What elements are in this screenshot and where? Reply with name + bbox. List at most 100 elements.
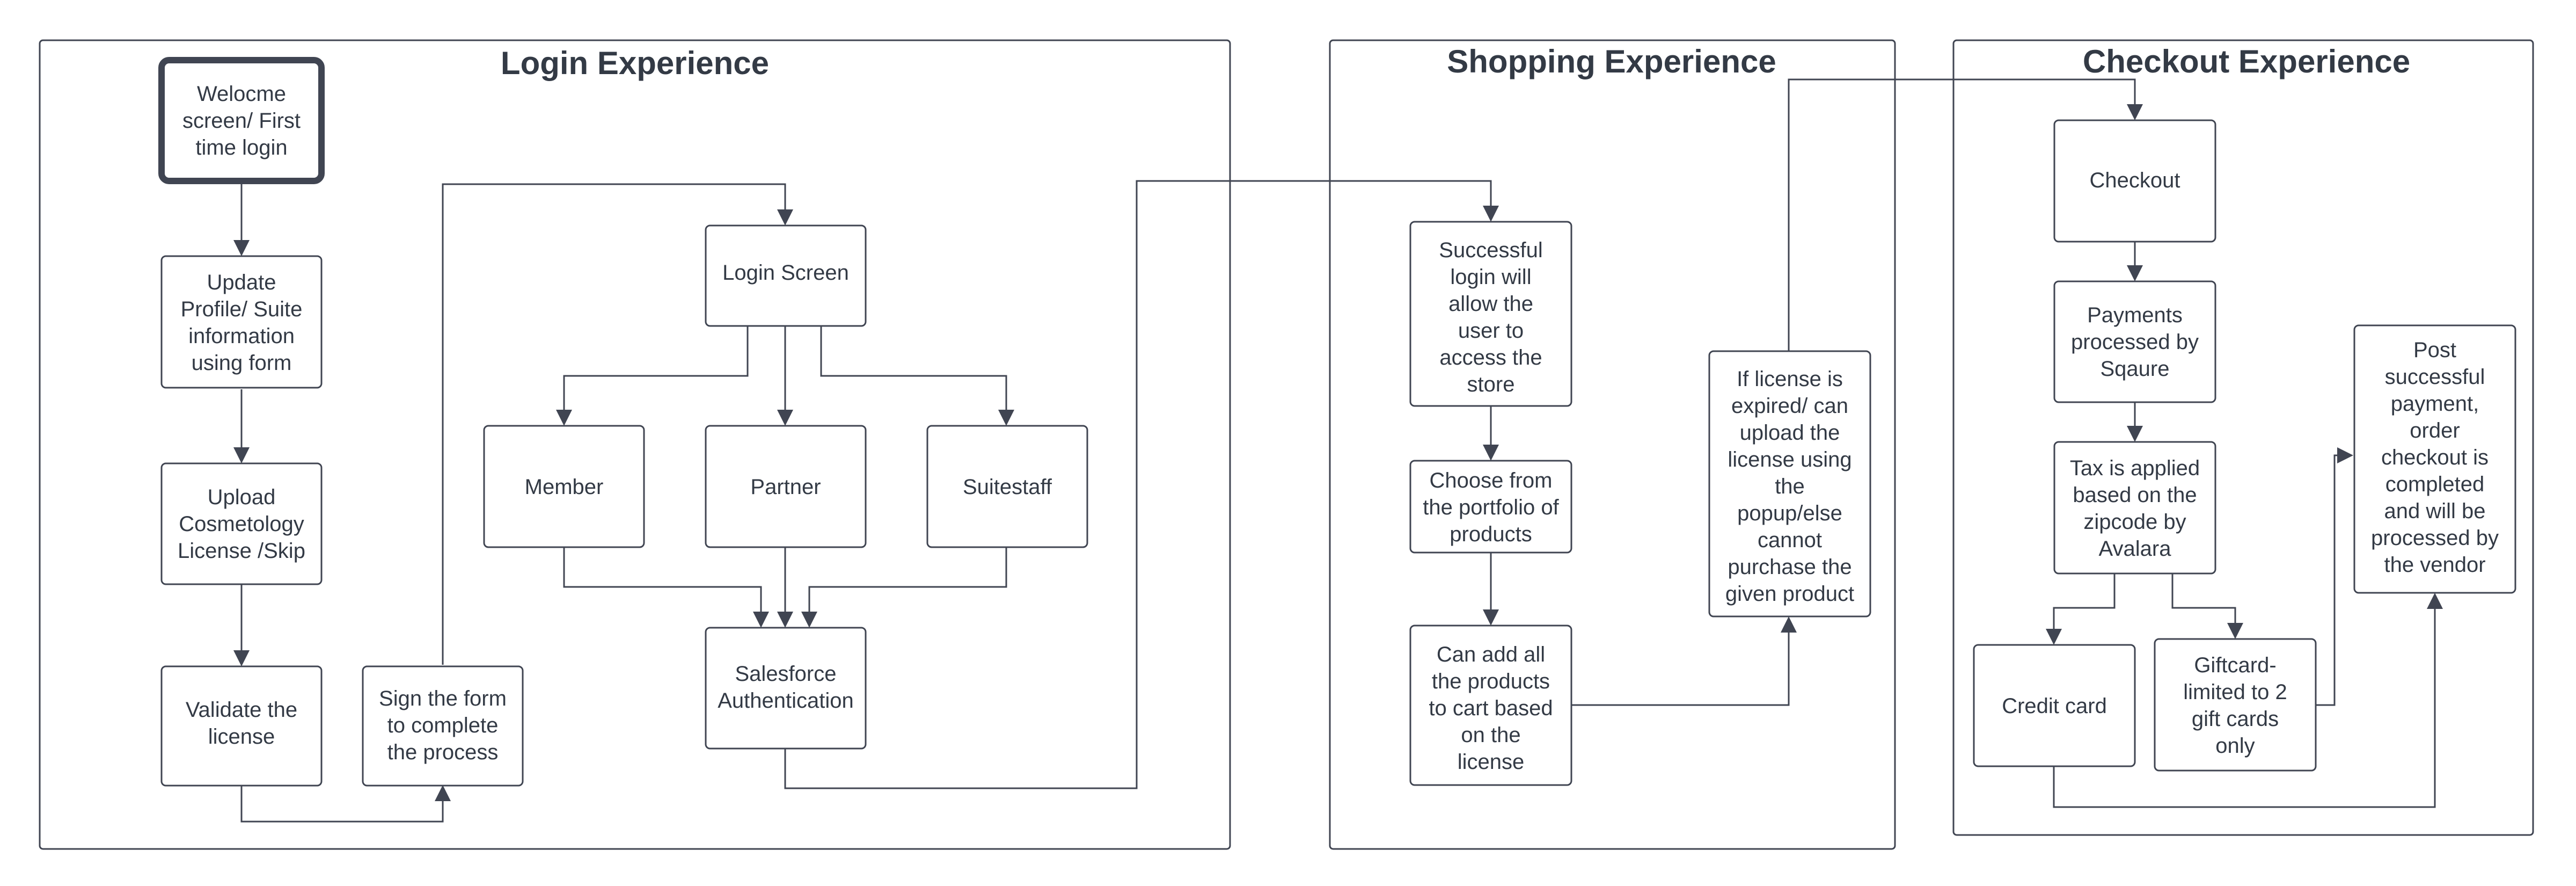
node-member — [483, 425, 645, 548]
node-label-line: Validate the — [186, 698, 297, 722]
node-partner-label: Partner — [750, 475, 821, 499]
node-label-line: the portfolio of — [1423, 496, 1559, 519]
node-welcome-label: Welocme screen/ First time login — [182, 82, 301, 159]
node-post-payment — [2353, 324, 2516, 594]
node-label-line: given product — [1725, 582, 1854, 606]
node-label-line: Welocme — [197, 82, 286, 106]
node-label-line: checkout is — [2381, 446, 2489, 469]
node-successful-login — [1409, 221, 1572, 407]
node-label-line: popup/else — [1737, 502, 1842, 525]
panel-shopping-experience: Shopping Experience — [1329, 39, 1896, 850]
panel-title-checkout: Checkout Experience — [2083, 43, 2410, 79]
node-label-line: time login — [195, 136, 287, 159]
panel-border-login — [39, 39, 1231, 850]
node-label-line: screen/ First — [182, 109, 301, 133]
node-label-line: limited to 2 — [2183, 680, 2287, 704]
node-label-line: Successful — [1439, 238, 1542, 262]
edge-login-screen-to-suitestaff — [820, 326, 1014, 426]
panel-title-shopping: Shopping Experience — [1447, 43, 1776, 79]
node-label-line: expired/ can — [1731, 394, 1848, 418]
node-giftcard — [2154, 638, 2317, 772]
node-label-line: the — [1775, 475, 1805, 498]
node-label-line: using form — [192, 351, 292, 375]
node-label-line: Suitestaff — [963, 475, 1052, 499]
node-salesforce-auth — [705, 627, 867, 750]
connectors — [233, 78, 2443, 823]
edge-member-to-salesforce-auth — [563, 547, 769, 628]
node-label-line: access the — [1439, 346, 1542, 369]
node-sign-form — [362, 665, 524, 787]
panel-title-login: Login Experience — [501, 45, 769, 81]
node-payments — [2053, 280, 2216, 403]
node-label-line: the process — [387, 740, 499, 764]
edge-tax-to-giftcard — [2171, 573, 2243, 639]
edge-tax-to-credit-card — [2046, 573, 2116, 645]
node-label-line: Upload — [208, 485, 276, 509]
node-label-line: License /Skip — [178, 539, 305, 563]
node-add-to-cart-label: Can add all the products to cart based on t… — [1429, 643, 1553, 774]
node-label-line: and will be — [2384, 499, 2485, 523]
node-member-label: Member — [525, 475, 604, 499]
node-label-line: based on the — [2073, 483, 2197, 507]
node-label-line: license — [1458, 750, 1525, 774]
node-label-line: Post — [2413, 338, 2456, 362]
node-update-profile — [160, 255, 323, 389]
node-checkout-label: Checkout — [2090, 169, 2180, 192]
node-label-line: Login Screen — [722, 261, 849, 285]
node-choose-products — [1409, 460, 1572, 554]
node-label-line: Checkout — [2090, 169, 2180, 192]
node-label-line: the products — [1432, 670, 1550, 693]
node-checkout — [2053, 119, 2216, 243]
node-label-line: upload the — [1740, 421, 1840, 445]
edge-salesforce-auth-to-successful-login — [784, 180, 1499, 789]
node-welcome — [158, 57, 325, 184]
node-label-line: Partner — [750, 475, 821, 499]
node-label-line: processed by — [2071, 330, 2199, 354]
node-label-line: Profile/ Suite — [181, 297, 303, 321]
node-login-screen-label: Login Screen — [722, 261, 849, 285]
node-label-line: processed by — [2371, 526, 2499, 550]
node-partner — [705, 425, 867, 548]
node-label-line: Can add all — [1437, 643, 1545, 666]
node-suitestaff — [926, 425, 1088, 548]
node-label-line: zipcode by — [2083, 510, 2186, 534]
node-add-to-cart — [1409, 624, 1572, 786]
node-label-line: order — [2410, 419, 2460, 442]
edge-validate-license-to-sign-form — [240, 785, 451, 823]
node-label-line: the vendor — [2384, 553, 2485, 577]
node-label-line: purchase the — [1728, 555, 1851, 579]
node-label-line: information — [188, 324, 295, 348]
edge-add-to-cart-to-license-expired — [1571, 616, 1797, 706]
node-validate-license — [160, 665, 323, 787]
edge-sign-form-to-login-screen — [442, 183, 793, 665]
node-label-line: cannot — [1758, 528, 1822, 552]
node-label-line: Sign the form — [379, 687, 507, 710]
node-label-line: products — [1450, 522, 1532, 546]
node-license-expired — [1708, 350, 1871, 618]
node-label-line: Credit card — [2002, 694, 2107, 718]
edge-giftcard-to-post-payment — [2316, 447, 2353, 706]
node-suitestaff-label: Suitestaff — [963, 475, 1052, 499]
edge-suitestaff-to-salesforce-auth — [801, 547, 1007, 628]
node-label-line: to cart based — [1429, 696, 1553, 720]
node-label-line: Salesforce — [735, 662, 837, 686]
node-label-line: payment, — [2391, 392, 2479, 416]
node-label-line: Authentication — [718, 689, 854, 713]
node-label-line: If license is — [1737, 367, 1843, 391]
panel-checkout-experience: Checkout Experience — [1952, 39, 2534, 836]
node-label-line: successful — [2385, 365, 2485, 389]
node-label-line: on the — [1461, 723, 1520, 747]
node-label-line: completed — [2385, 473, 2485, 496]
node-label-line: allow the — [1448, 292, 1533, 316]
node-upload-license — [160, 462, 323, 585]
node-label-line: store — [1467, 373, 1515, 396]
